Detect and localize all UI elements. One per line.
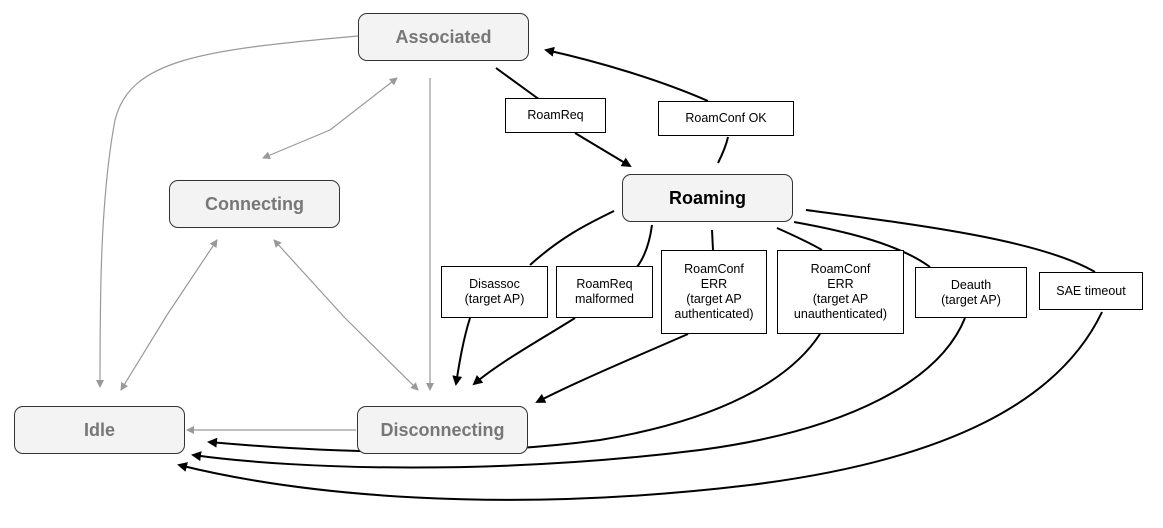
edge-connecting-to-disconnecting xyxy=(344,317,419,391)
label-roam-req: RoamReq xyxy=(505,98,606,133)
edge-connecting-to-idle xyxy=(120,314,168,391)
edge-sae-timeout xyxy=(805,209,1096,273)
edge-disconnecting-to-connecting xyxy=(273,239,346,319)
label-roam-conf-ok: RoamConf OK xyxy=(658,101,794,136)
state-idle-label: Idle xyxy=(83,419,115,440)
label-roam-conf-err-auth: RoamConf ERR (target AP authenticated) xyxy=(661,250,767,334)
state-associated[interactable]: Associated xyxy=(358,13,529,61)
state-roaming-label: Roaming xyxy=(668,187,746,208)
label-deauth: Deauth (target AP) xyxy=(915,267,1027,318)
edge-roamreq-malformed xyxy=(636,224,653,268)
state-connecting-label: Connecting xyxy=(205,193,304,214)
edge-associated-to-roaming xyxy=(495,67,541,101)
state-connecting[interactable]: Connecting xyxy=(169,180,340,228)
state-idle[interactable]: Idle xyxy=(14,406,185,454)
edge-idle-to-connecting xyxy=(166,239,218,316)
label-sae-timeout: SAE timeout xyxy=(1039,272,1143,310)
edge-associated-to-connecting xyxy=(262,129,331,159)
edge-roaming-to-associated xyxy=(717,136,729,164)
label-disassoc: Disassoc (target AP) xyxy=(441,266,548,318)
state-disconnecting[interactable]: Disconnecting xyxy=(357,406,528,454)
edge-deauth xyxy=(793,221,931,268)
state-disconnecting-label: Disconnecting xyxy=(380,419,505,440)
state-associated-label: Associated xyxy=(395,26,492,47)
edge-disassoc xyxy=(529,210,615,266)
edge-connecting-to-associated xyxy=(329,77,398,131)
state-roaming[interactable]: Roaming xyxy=(622,174,793,222)
edge-roamconf-err-auth xyxy=(711,229,714,251)
edge-associated-to-idle xyxy=(96,35,359,388)
label-roam-req-malformed: RoamReq malformed xyxy=(556,266,653,318)
label-roam-conf-err-unauth: RoamConf ERR (target AP unauthenticated) xyxy=(777,250,904,334)
edge-roamconf-err-unauth xyxy=(776,227,823,251)
